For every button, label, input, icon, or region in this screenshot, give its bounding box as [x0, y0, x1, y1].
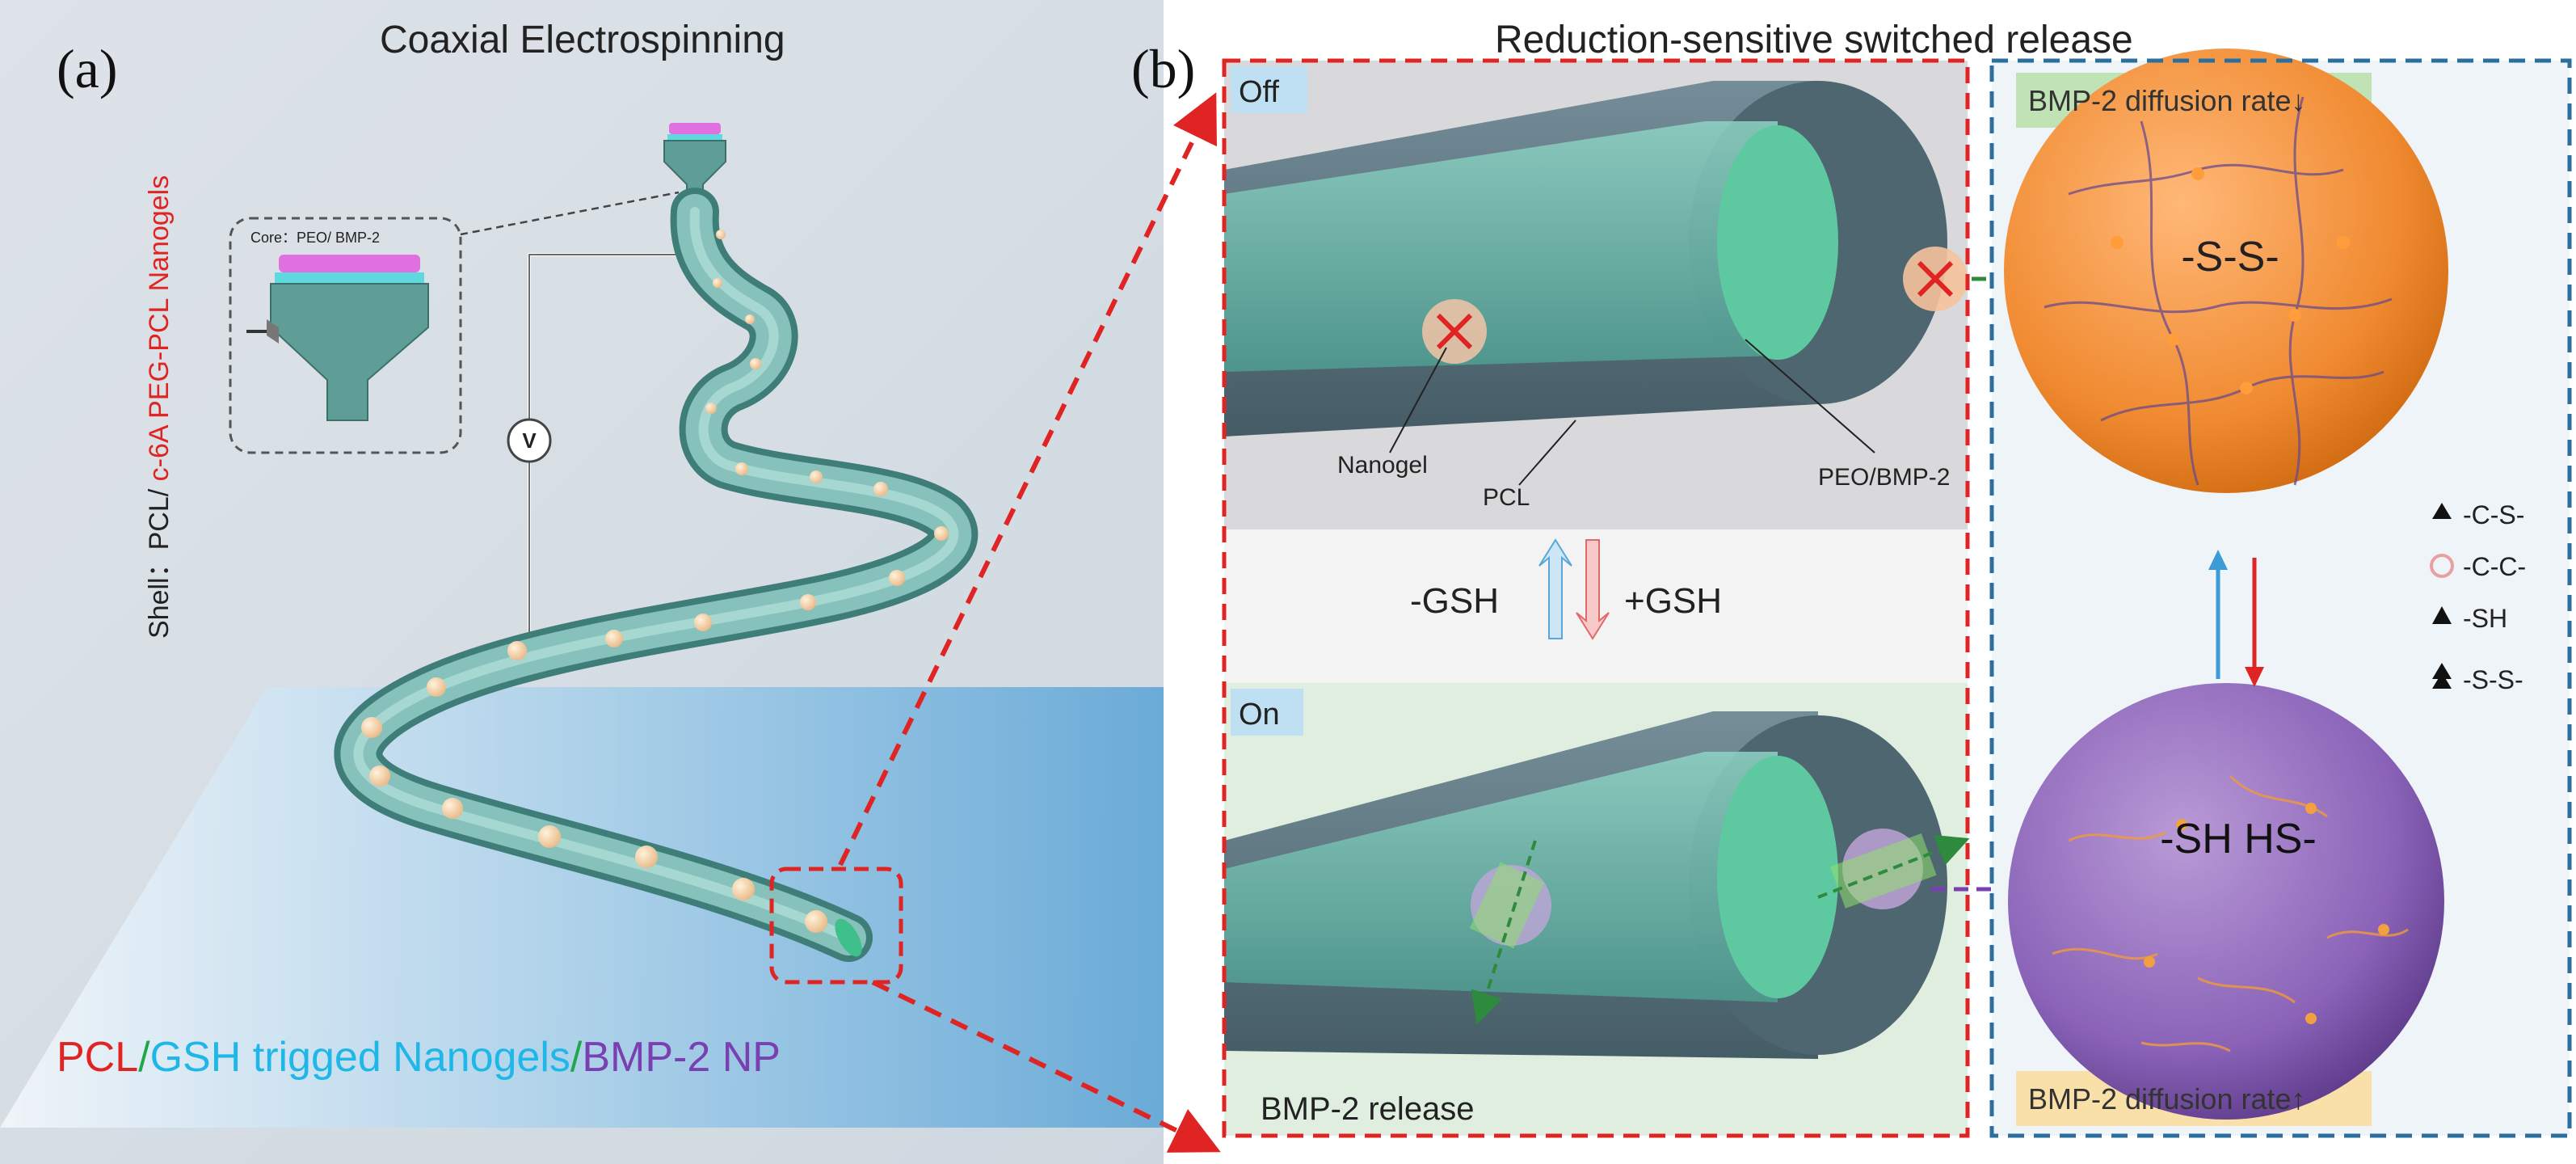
voltage-circuit — [507, 214, 695, 663]
crosslink-nodes — [2111, 167, 2350, 394]
core-material-label: PEO/BMP-2 — [1818, 464, 1950, 491]
bottom-sphere-label: -SH HS- — [2160, 816, 2317, 862]
c-s-bond-icon — [2432, 503, 2452, 519]
legend-symbols — [2430, 503, 2454, 689]
pcl-label: PCL — [1483, 484, 1530, 511]
zoom-arrow-bottom — [871, 980, 1221, 1153]
nozzle-detail-box — [229, 217, 462, 454]
release-label: BMP-2 release — [1261, 1091, 1475, 1127]
sphere-panel-frame — [1989, 58, 2572, 1138]
minus-gsh-label: -GSH — [1410, 581, 1499, 621]
release-arrow-right — [1817, 834, 1970, 899]
diffusion-high-label: BMP-2 diffusion rate↑ — [2028, 1082, 2306, 1116]
panel-b-spheres — [1989, 48, 2572, 1138]
off-label: Off — [1239, 75, 1279, 109]
gsh-switch-arrows — [1538, 538, 1610, 640]
reduced-nanogel-sphere — [2008, 683, 2444, 1120]
nanogel-beads — [361, 230, 949, 933]
legend-item-c-s: -C-S- — [2463, 500, 2524, 529]
zoom-connector — [460, 191, 680, 236]
text-layer: (a) Coaxial Electrospinning Core：PEO/ BM… — [57, 19, 2526, 1127]
panel-a — [0, 0, 1221, 1164]
panel-b-letter: (b) — [1131, 38, 1195, 99]
on-label: On — [1239, 698, 1280, 732]
c-c-bond-icon — [2430, 554, 2454, 578]
fiber-tip-core — [835, 918, 862, 957]
zoom-arrow-top — [838, 92, 1217, 867]
on-label-box — [1231, 689, 1303, 736]
top-sphere-label: -S-S- — [2181, 234, 2279, 280]
switch-panel-frame — [1222, 58, 1970, 1138]
off-label-box — [1231, 66, 1307, 113]
blocked-cross-left — [1436, 313, 1473, 350]
ss-bond-icon — [2432, 663, 2452, 689]
on-fiber-cylinder — [1224, 711, 1970, 1059]
nozzle-large-icon — [246, 255, 429, 421]
panel-b-title: Reduction-sensitive switched release — [1495, 19, 2133, 61]
panel-b-switch — [1222, 58, 2105, 1138]
crosslinked-nanogel-sphere — [2004, 48, 2448, 493]
plus-gsh-label: +GSH — [1624, 581, 1722, 621]
diffusion-low-label: BMP-2 diffusion rate↓ — [2028, 84, 2306, 117]
panel-a-letter: (a) — [57, 38, 117, 99]
core-label: Core：PEO/ BMP-2 — [250, 230, 380, 246]
reduced-network-nodes — [2144, 803, 2389, 1024]
off-fiber-cylinder — [1224, 81, 1968, 486]
legend-item-c-c: -C-C- — [2463, 552, 2526, 581]
voltage-label: V — [522, 428, 537, 453]
nanogel-label: Nanogel — [1337, 452, 1428, 479]
panel-a-title: Coaxial Electrospinning — [380, 19, 785, 61]
shell-label: Shell：PCL/ c-6A PEG-PCL Nanogels — [144, 175, 175, 639]
blocked-cross-right — [1917, 260, 1954, 297]
fiber-composition-label: PCL/GSH trigged Nanogels/BMP-2 NP — [57, 1034, 781, 1081]
nozzle-small-icon — [663, 123, 726, 213]
fiber-tip-zoom-box — [769, 867, 903, 985]
legend-item-s-s: -S-S- — [2463, 665, 2523, 694]
legend-item-sh: -SH — [2463, 604, 2507, 633]
sh-group-icon — [2432, 606, 2452, 624]
